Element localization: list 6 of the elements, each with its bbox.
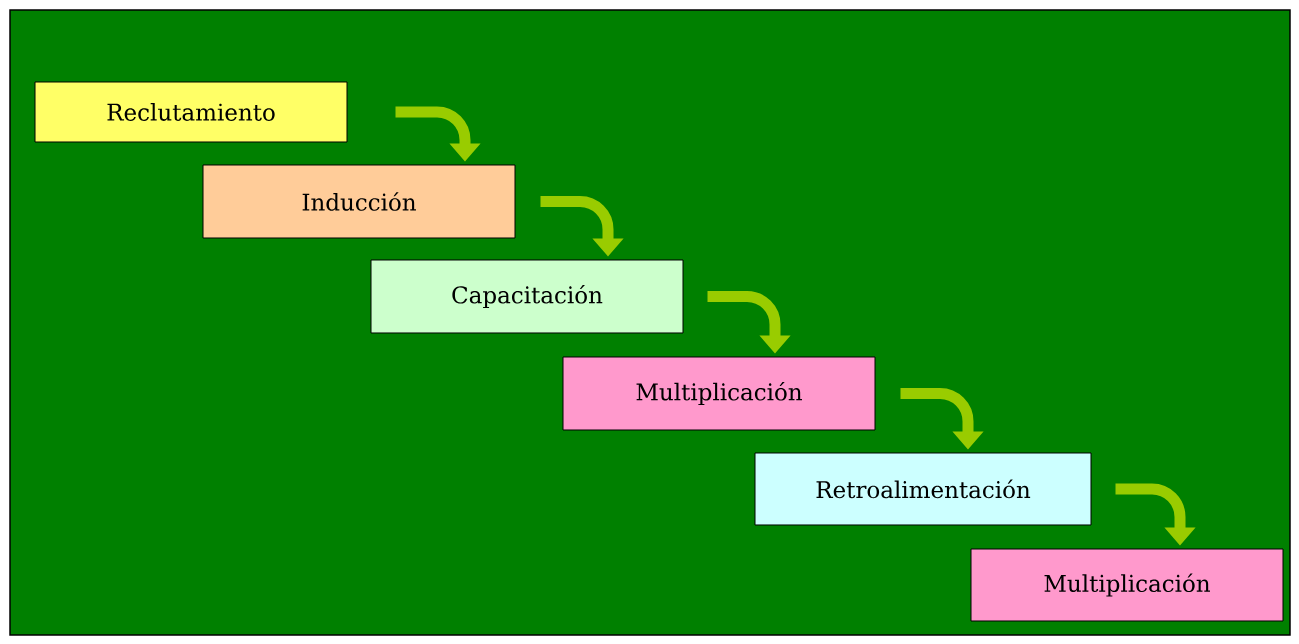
process-box: Multiplicación xyxy=(970,548,1284,622)
process-box: Reclutamiento xyxy=(34,81,348,143)
process-box: Inducción xyxy=(202,164,516,239)
process-box: Retroalimentación xyxy=(754,452,1092,526)
process-box: Capacitación xyxy=(370,259,684,334)
process-box: Multiplicación xyxy=(562,356,876,431)
